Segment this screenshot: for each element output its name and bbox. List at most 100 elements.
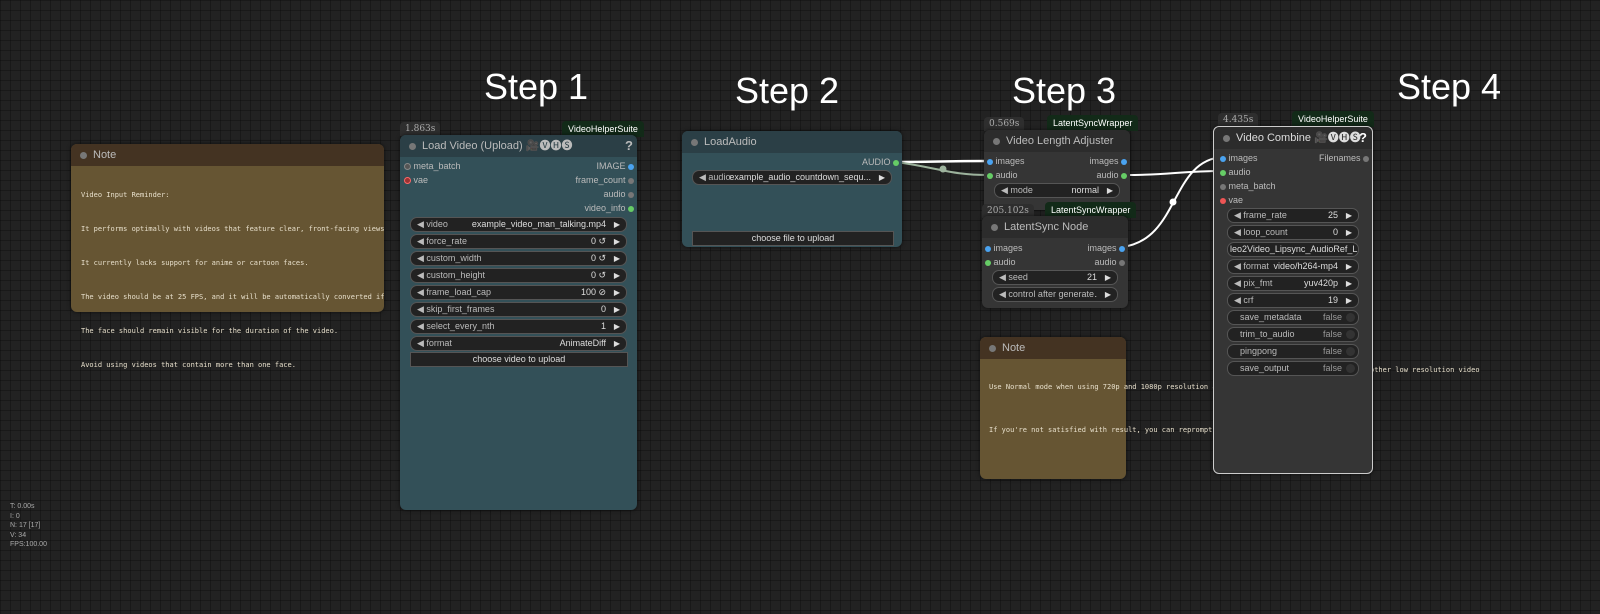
widget-label: pix_fmt xyxy=(1243,278,1273,288)
node-title-bar[interactable]: Video Length Adjuster xyxy=(984,130,1130,152)
arrow-right-icon[interactable]: ▶ xyxy=(1345,262,1352,271)
output-audio[interactable]: audio xyxy=(1094,255,1125,269)
input-vae[interactable]: vae xyxy=(404,173,428,187)
arrow-right-icon[interactable]: ▶ xyxy=(878,173,885,182)
collapse-dot-icon[interactable] xyxy=(1223,135,1230,142)
note-node-1[interactable]: Note Video Input Reminder: It performs o… xyxy=(71,144,384,369)
collapse-dot-icon[interactable] xyxy=(409,143,416,150)
video-length-adjuster-node[interactable]: Video Length Adjuster images audio image… xyxy=(984,130,1130,210)
output-images[interactable]: images xyxy=(1089,154,1127,168)
arrow-right-icon[interactable]: ▶ xyxy=(613,220,620,229)
note-text[interactable]: Video Input Reminder: It performs optima… xyxy=(71,166,384,403)
arrow-right-icon[interactable]: ▶ xyxy=(613,322,620,331)
arrow-right-icon[interactable]: ▶ xyxy=(1104,290,1111,299)
help-icon[interactable]: ? xyxy=(625,138,633,153)
toggle-knob-icon xyxy=(1346,330,1355,339)
slot-dot-icon xyxy=(985,259,991,266)
input-images[interactable]: images xyxy=(985,241,1023,255)
collapse-dot-icon[interactable] xyxy=(989,345,996,352)
output-audio[interactable]: audio xyxy=(603,187,634,201)
arrow-right-icon[interactable]: ▶ xyxy=(613,254,620,263)
input-vae[interactable]: vae xyxy=(1220,193,1243,207)
note-title-bar[interactable]: Note xyxy=(71,144,384,166)
arrow-right-icon[interactable]: ▶ xyxy=(613,339,620,348)
widget-value: 0 xyxy=(1332,227,1338,237)
output-audio[interactable]: AUDIO xyxy=(862,155,899,169)
load-video-node[interactable]: Load Video (Upload) 🎥🅥🅗🅢 ? meta_batch va… xyxy=(400,135,637,510)
latentsync-node[interactable]: LatentSync Node images audio images audi… xyxy=(982,216,1128,308)
note-line: It currently lacks support for anime or … xyxy=(81,259,309,267)
arrow-right-icon[interactable]: ▶ xyxy=(613,288,620,297)
arrow-right-icon[interactable]: ▶ xyxy=(1104,273,1111,282)
output-frame-count[interactable]: frame_count xyxy=(575,173,634,187)
collapse-dot-icon[interactable] xyxy=(991,224,998,231)
choose-file-upload-button[interactable]: choose file to upload xyxy=(692,231,894,246)
help-icon[interactable]: ? xyxy=(1359,130,1367,145)
output-image[interactable]: IMAGE xyxy=(596,159,634,173)
arrow-right-icon[interactable]: ▶ xyxy=(1345,211,1352,220)
note-title-bar[interactable]: Note xyxy=(980,337,1126,359)
output-audio[interactable]: audio xyxy=(1096,168,1127,182)
arrow-right-icon[interactable]: ▶ xyxy=(613,271,620,280)
slot-label: IMAGE xyxy=(596,161,626,171)
slot-dot-icon xyxy=(1363,155,1369,162)
input-images[interactable]: images xyxy=(987,154,1025,168)
node-title-bar[interactable]: Load Video (Upload) 🎥🅥🅗🅢 xyxy=(400,135,637,157)
collapse-dot-icon[interactable] xyxy=(993,138,1000,145)
note-2-text[interactable]: Use Normal mode when using 720p and 1080… xyxy=(979,366,1248,443)
output-video-info[interactable]: video_info xyxy=(584,201,634,215)
node-title-bar[interactable]: Video Combine 🎥🅥🅗🅢 xyxy=(1214,127,1372,149)
slot-dot-icon xyxy=(985,245,991,252)
note-node-2[interactable]: Note xyxy=(980,337,1126,479)
arrow-right-icon[interactable]: ▶ xyxy=(1345,279,1352,288)
collapse-dot-icon[interactable] xyxy=(691,139,698,146)
node-title-bar[interactable]: LatentSync Node xyxy=(982,216,1128,238)
stat-v: V: 34 xyxy=(10,531,27,539)
input-meta-batch[interactable]: meta_batch xyxy=(1220,179,1276,193)
arrow-right-icon[interactable]: ▶ xyxy=(613,305,620,314)
input-images[interactable]: images xyxy=(1220,151,1258,165)
input-meta-batch[interactable]: meta_batch xyxy=(404,159,461,173)
widget-control-after-generate[interactable]: ◀ control after generate.▶ xyxy=(992,287,1118,302)
choose-video-upload-button[interactable]: choose video to upload xyxy=(410,352,628,367)
output-filenames[interactable]: Filenames xyxy=(1319,151,1369,165)
video-combine-node[interactable]: Video Combine 🎥🅥🅗🅢 ? images audio meta_b… xyxy=(1213,126,1373,474)
slot-label: frame_count xyxy=(575,175,626,185)
input-audio[interactable]: audio xyxy=(1220,165,1251,179)
widget-value: false xyxy=(1322,363,1342,373)
widget-label: video xyxy=(426,219,448,229)
arrow-right-icon[interactable]: ▶ xyxy=(1106,186,1113,195)
output-images[interactable]: images xyxy=(1087,241,1125,255)
widget-value: example_video_man_talking.mp4 xyxy=(471,219,606,229)
collapse-dot-icon[interactable] xyxy=(80,152,87,159)
arrow-right-icon[interactable]: ▶ xyxy=(1345,228,1352,237)
arrow-right-icon[interactable]: ▶ xyxy=(1345,296,1352,305)
node-title-bar[interactable]: LoadAudio xyxy=(682,131,902,153)
input-audio[interactable]: audio xyxy=(987,168,1018,182)
widget-label: frame_rate xyxy=(1243,210,1287,220)
arrow-right-icon[interactable]: ▶ xyxy=(613,237,620,246)
input-audio[interactable]: audio xyxy=(985,255,1016,269)
filename-prefix-input[interactable]: leo2Video_Lipsync_AudioRef_L xyxy=(1227,242,1359,257)
